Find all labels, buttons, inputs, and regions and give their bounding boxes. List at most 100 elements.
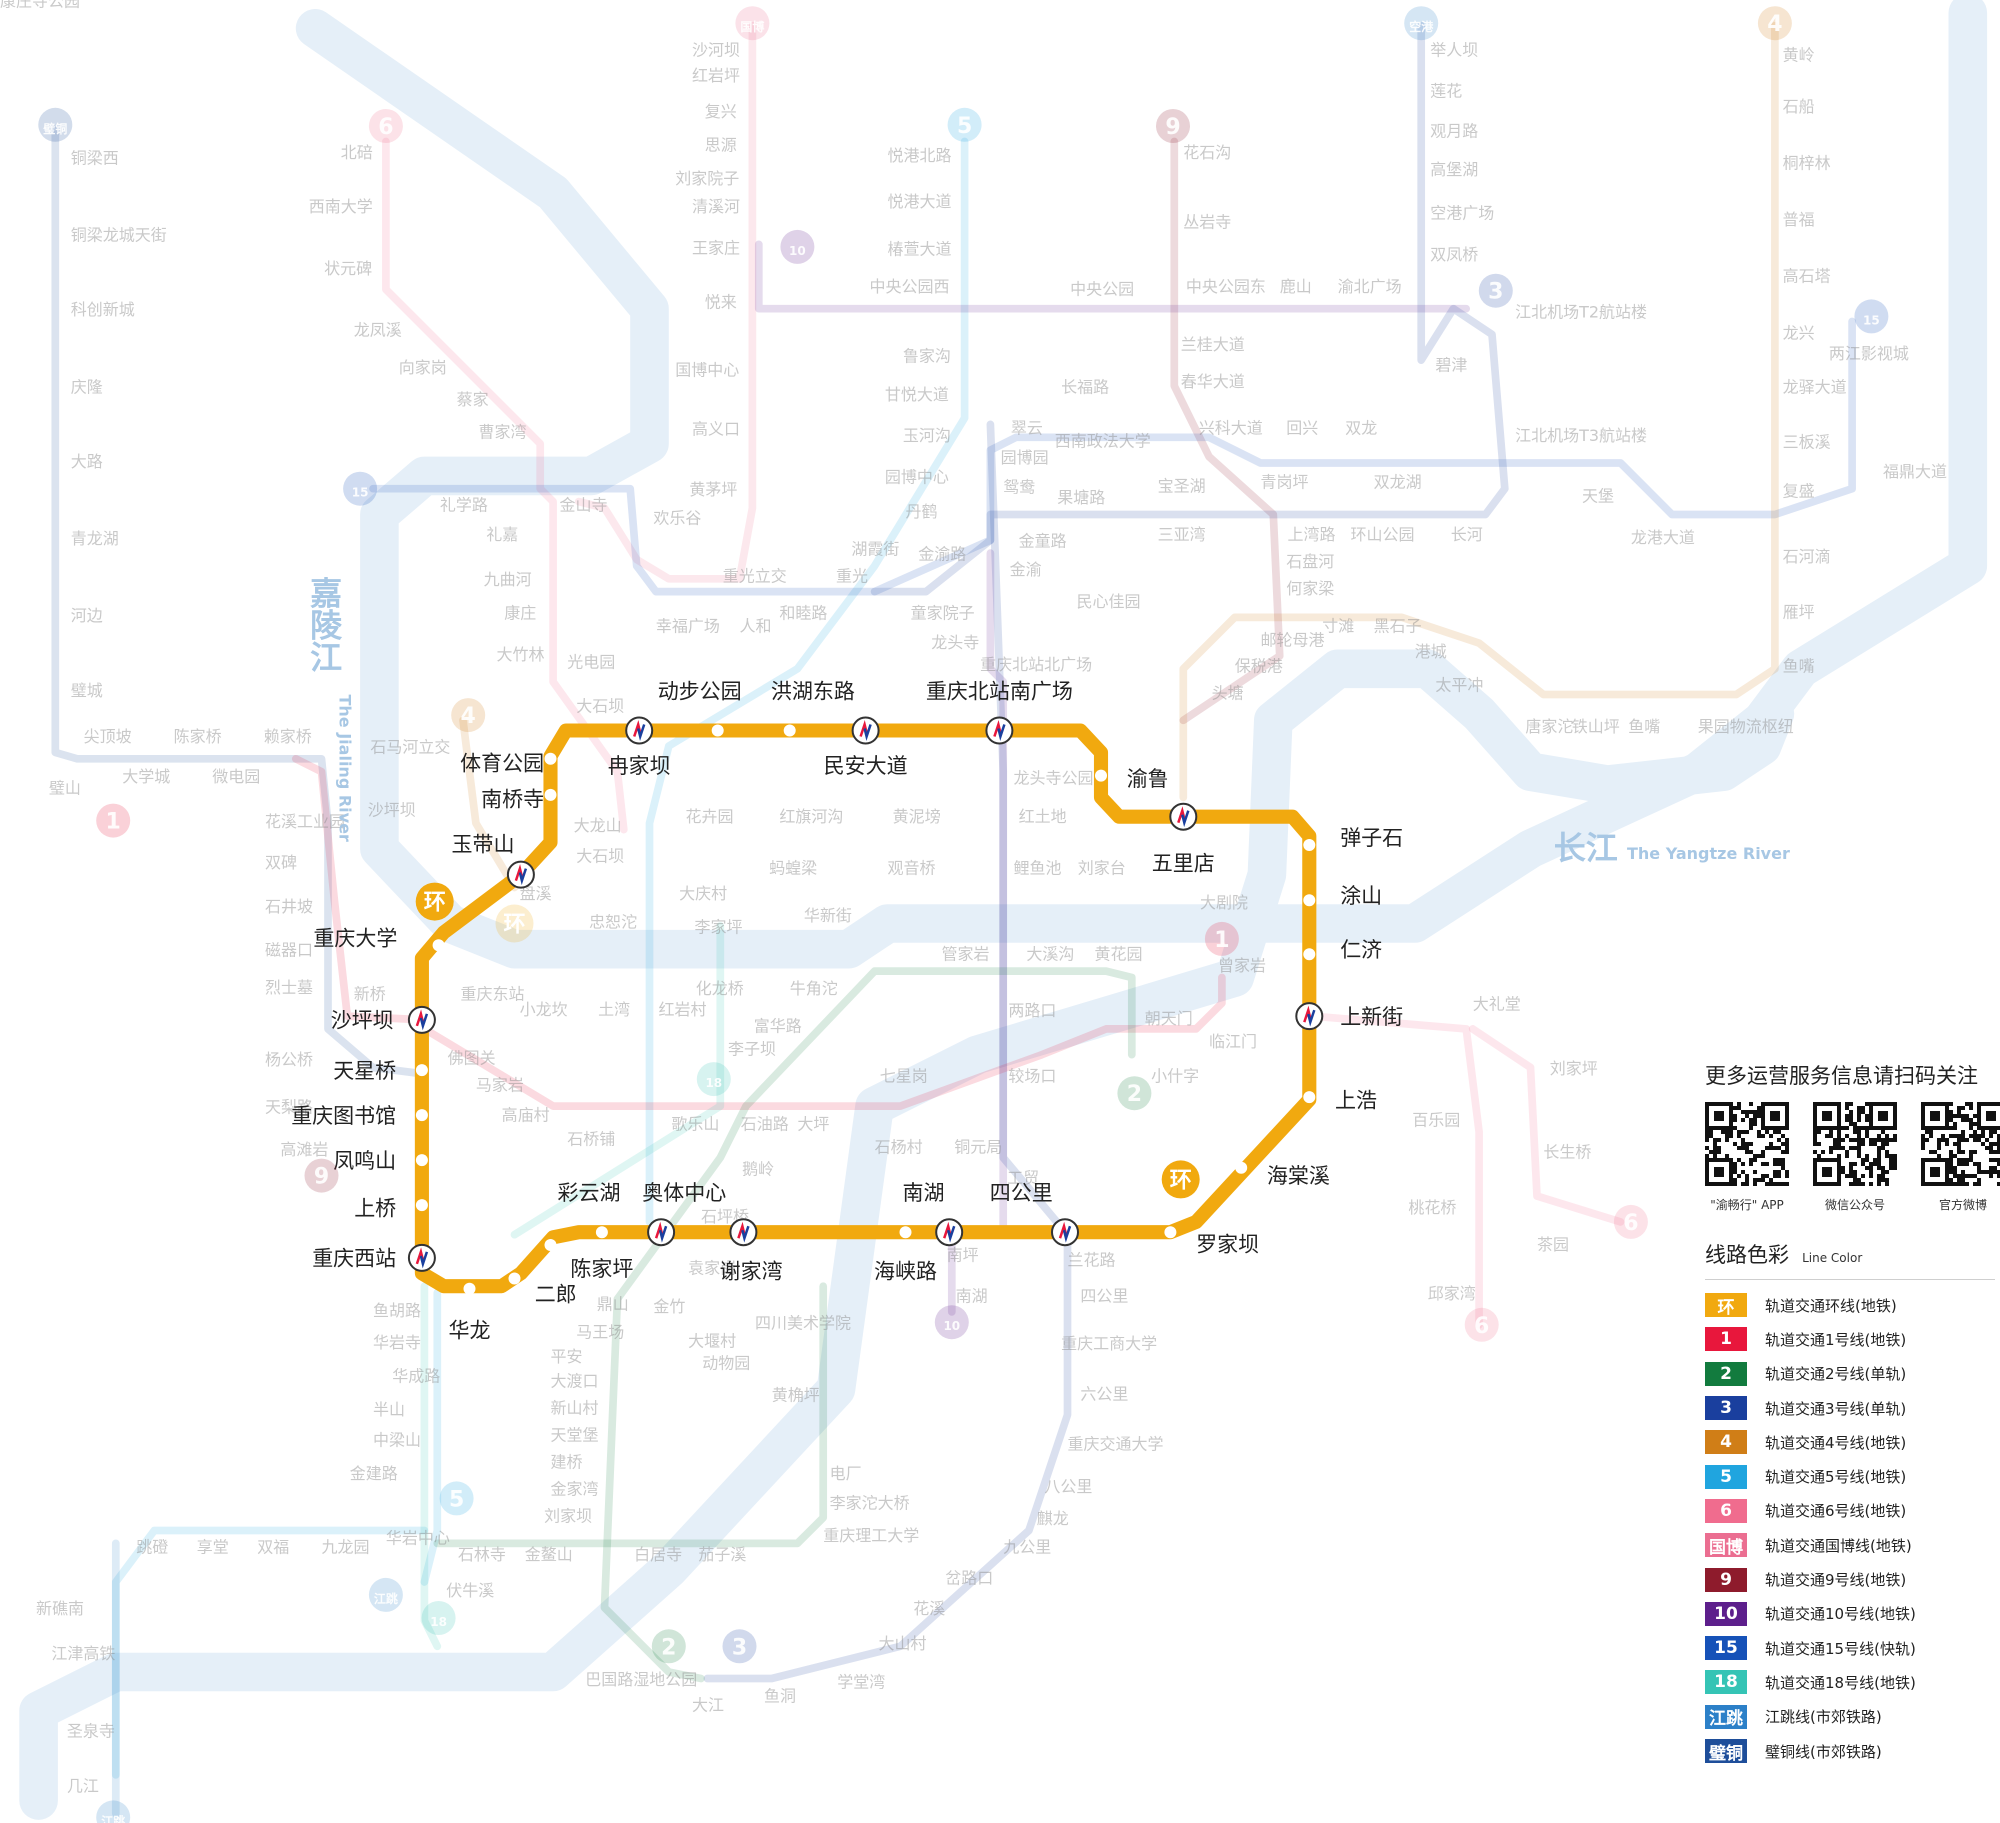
line-badge <box>934 1305 969 1340</box>
loop-station-label: 重庆大学 <box>313 926 397 950</box>
faded-station-label: 几江 <box>67 1777 99 1796</box>
legend-chip: 10 <box>1705 1601 1747 1626</box>
faded-station-label: 九曲河 <box>484 570 532 589</box>
station-dot[interactable] <box>544 752 557 765</box>
line-badge <box>651 1629 686 1664</box>
faded-station-label: 悦港大道 <box>888 192 952 211</box>
faded-station-label: 平安 <box>551 1347 583 1366</box>
faded-station-label: 马家岩 <box>476 1076 524 1095</box>
faded-station-label: 富华路 <box>754 1017 802 1036</box>
legend-chip: 4 <box>1705 1430 1747 1455</box>
faded-station-label: 九龙园 <box>322 1537 370 1556</box>
faded-station-label: 悦港北路 <box>888 146 952 165</box>
loop-station-label: 奥体中心 <box>642 1181 726 1205</box>
line-badge-label: 5 <box>449 1487 464 1512</box>
faded-station-label: 四川美术学院 <box>755 1314 851 1333</box>
faded-line <box>1468 1025 1625 1226</box>
faded-station-label: 鱼嘴 <box>1783 656 1815 675</box>
faded-station-label: 桐梓林 <box>1783 154 1831 173</box>
station-dot[interactable] <box>415 1109 428 1122</box>
faded-station-label: 重庆东站 <box>461 984 525 1003</box>
transfer-icon <box>419 1013 429 1031</box>
faded-station-label: 鹅岭 <box>742 1159 774 1178</box>
legend-chip: 璧铜 <box>1705 1739 1747 1764</box>
qr-wechat[interactable]: 微信公众号 <box>1813 1102 1897 1213</box>
faded-station-label: 陈家桥 <box>174 727 222 746</box>
loop-station-label: 重庆图书馆 <box>291 1104 396 1128</box>
faded-line <box>1179 21 1779 802</box>
line-badge-label: 10 <box>943 1319 960 1333</box>
river-en-label: The Jialing River <box>336 695 355 842</box>
faded-station-label: 鲤鱼池 <box>1014 858 1062 877</box>
faded-station-label: 临江门 <box>1209 1032 1257 1051</box>
line-badge <box>780 229 815 264</box>
line-badge-label: 18 <box>705 1076 722 1090</box>
transfer-icon <box>419 1251 429 1269</box>
faded-line <box>574 21 757 583</box>
loop-station-label: 弹子石 <box>1340 826 1403 850</box>
faded-station-label: 高堡湖 <box>1430 160 1478 179</box>
line-badge <box>368 109 403 143</box>
station-dot[interactable] <box>544 1239 557 1251</box>
line-badge-label: 空港 <box>1409 19 1434 34</box>
station-dot[interactable] <box>508 1272 521 1285</box>
faded-station-label: 福鼎大道 <box>1883 462 1947 481</box>
faded-station-label: 璧城 <box>71 681 103 700</box>
station-dot[interactable] <box>711 724 724 737</box>
station-dot[interactable] <box>415 1199 428 1212</box>
station-dot[interactable] <box>783 724 796 737</box>
line-badge-label: 2 <box>661 1635 676 1660</box>
faded-station-label: 工贸 <box>1007 1168 1039 1187</box>
faded-line <box>111 1526 429 1779</box>
faded-station-label: 青龙湖 <box>71 529 119 548</box>
faded-station-label: 佛图关 <box>448 1049 496 1068</box>
legend-name: 轨道交通2号线(单轨) <box>1765 1365 1907 1384</box>
faded-station-label: 大石坝 <box>576 847 624 866</box>
station-dot[interactable] <box>415 1154 428 1167</box>
station-dot[interactable] <box>1164 1226 1177 1239</box>
qr-weibo[interactable]: 官方微博 <box>1921 1102 2000 1213</box>
line-badge <box>451 698 486 733</box>
loop-station-label: 二郎 <box>535 1283 577 1307</box>
station-dot[interactable] <box>463 1282 476 1295</box>
faded-station-label: 石油路 <box>741 1114 789 1133</box>
faded-station-label: 新山村 <box>551 1399 599 1418</box>
faded-station-label: 朝天门 <box>1145 1009 1193 1028</box>
transfer-icon <box>1307 1009 1316 1027</box>
faded-station-label: 石河滴 <box>1783 547 1831 566</box>
faded-station-label: 普福 <box>1783 210 1815 229</box>
faded-station-label: 江津高铁 <box>51 1644 115 1663</box>
loop-station-label: 重庆西站 <box>312 1247 396 1271</box>
legend-title: 线路色彩 <box>1705 1243 1789 1267</box>
station-dot[interactable] <box>1303 948 1316 961</box>
faded-station-label: 状元碑 <box>324 259 372 278</box>
legend-chip: 国博 <box>1705 1533 1747 1558</box>
line-badge-label: 2 <box>1127 1082 1142 1107</box>
station-dot[interactable] <box>595 1226 608 1239</box>
faded-station-label: 岔路口 <box>945 1568 993 1587</box>
faded-station-label: 天堂堡 <box>551 1426 599 1445</box>
line-badge <box>38 107 73 142</box>
faded-station-label: 李家坪 <box>695 918 743 937</box>
line-badge-label: 6 <box>1474 1314 1489 1339</box>
station-dot[interactable] <box>1095 769 1107 782</box>
loop-station-label: 重庆北站南广场 <box>926 679 1073 703</box>
faded-station-label: 金渝路 <box>918 545 966 564</box>
line-badge-label: 9 <box>1165 115 1180 140</box>
station-dot[interactable] <box>899 1226 912 1239</box>
faded-station-label: 管家岩 <box>942 945 990 964</box>
station-dot[interactable] <box>1235 1161 1248 1174</box>
qr-app[interactable]: "渝畅行" APP <box>1705 1102 1789 1213</box>
station-dot[interactable] <box>544 788 557 801</box>
station-dot[interactable] <box>432 939 445 952</box>
station-dot[interactable] <box>415 1064 428 1077</box>
river-label: 嘉陵江 <box>305 576 343 672</box>
station-dot[interactable] <box>1303 1091 1316 1104</box>
station-dot[interactable] <box>1303 839 1316 851</box>
faded-station-label: 重庆北站北广场 <box>980 655 1092 674</box>
legend-row: 国博轨道交通国博线(地铁) <box>1705 1528 1995 1562</box>
station-dot[interactable] <box>1303 894 1316 907</box>
